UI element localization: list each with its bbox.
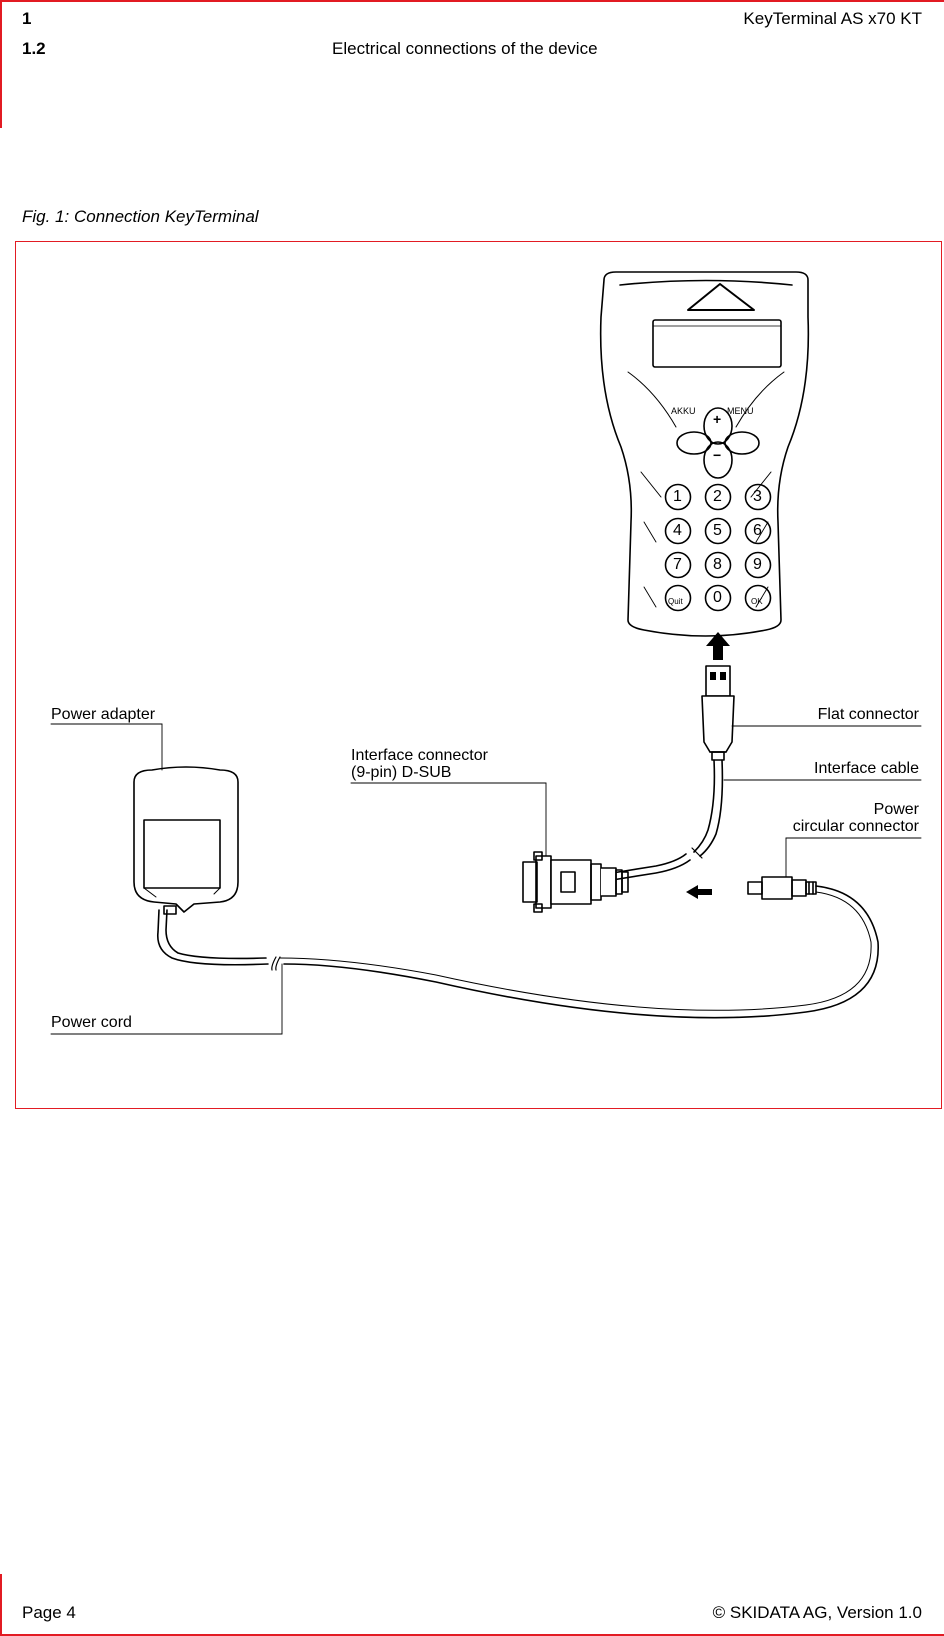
section-title: Electrical connections of the device	[332, 39, 598, 58]
label-power-cord: Power cord	[51, 1014, 132, 1031]
key-5: 5	[713, 522, 722, 539]
page-edge-top	[0, 0, 944, 2]
label-interface-connector: Interface connector	[351, 747, 488, 764]
plus-key: +	[713, 411, 722, 427]
key-1: 1	[673, 488, 682, 505]
key-2: 2	[713, 488, 722, 505]
menu-key: MENU	[727, 406, 754, 416]
akku-key: AKKU	[671, 406, 696, 416]
key-7: 7	[673, 556, 682, 573]
page-edge-bottom	[0, 1634, 944, 1636]
label-power-adapter: Power adapter	[51, 706, 156, 723]
label-flat-connector: Flat connector	[817, 706, 919, 723]
power-adapter	[133, 766, 239, 915]
minus-key: −	[713, 447, 722, 463]
key-9: 9	[753, 556, 762, 573]
page-number: Page 4	[22, 1603, 76, 1622]
interface-cable	[693, 759, 724, 857]
arrow-left-icon	[686, 885, 712, 899]
key-0: 0	[713, 589, 722, 606]
dsub-connector	[522, 851, 629, 913]
keypad-keys	[664, 483, 772, 612]
document-title: KeyTerminal AS x70 KT	[743, 9, 922, 28]
key-8: 8	[713, 556, 722, 573]
label-interface-cable: Interface cable	[814, 760, 919, 777]
key-4: 4	[673, 522, 682, 539]
keyterminal-device	[599, 271, 810, 637]
key-3: 3	[753, 488, 762, 505]
key-6: 6	[753, 522, 762, 539]
figure-frame: AKKU MENU + − 1 2 3 4 5 6 7 8 9 Quit 0 O…	[15, 241, 942, 1109]
power-cord-segment	[283, 885, 879, 1019]
power-circular-connector	[747, 876, 817, 900]
key-quit: Quit	[668, 597, 683, 606]
arrow-up-icon	[706, 632, 730, 660]
connection-diagram	[50, 271, 922, 1035]
key-ok: OK	[751, 597, 763, 606]
page-edge-left	[0, 0, 2, 128]
cable-segment	[605, 853, 691, 882]
figure-caption: Fig. 1: Connection KeyTerminal	[22, 207, 259, 226]
label-interface-connector-type: (9-pin) D-SUB	[351, 764, 452, 781]
power-cord-segment-2	[156, 909, 269, 966]
chapter-number: 1	[22, 9, 32, 28]
leader-lines	[50, 723, 922, 1035]
label-circular-connector: circular connector	[792, 818, 919, 835]
flat-connector	[701, 665, 735, 761]
section-number: 1.2	[22, 39, 46, 58]
label-power: Power	[873, 801, 919, 818]
page-edge-left-bottom	[0, 1574, 2, 1636]
copyright: © SKIDATA AG, Version 1.0	[712, 1603, 922, 1622]
